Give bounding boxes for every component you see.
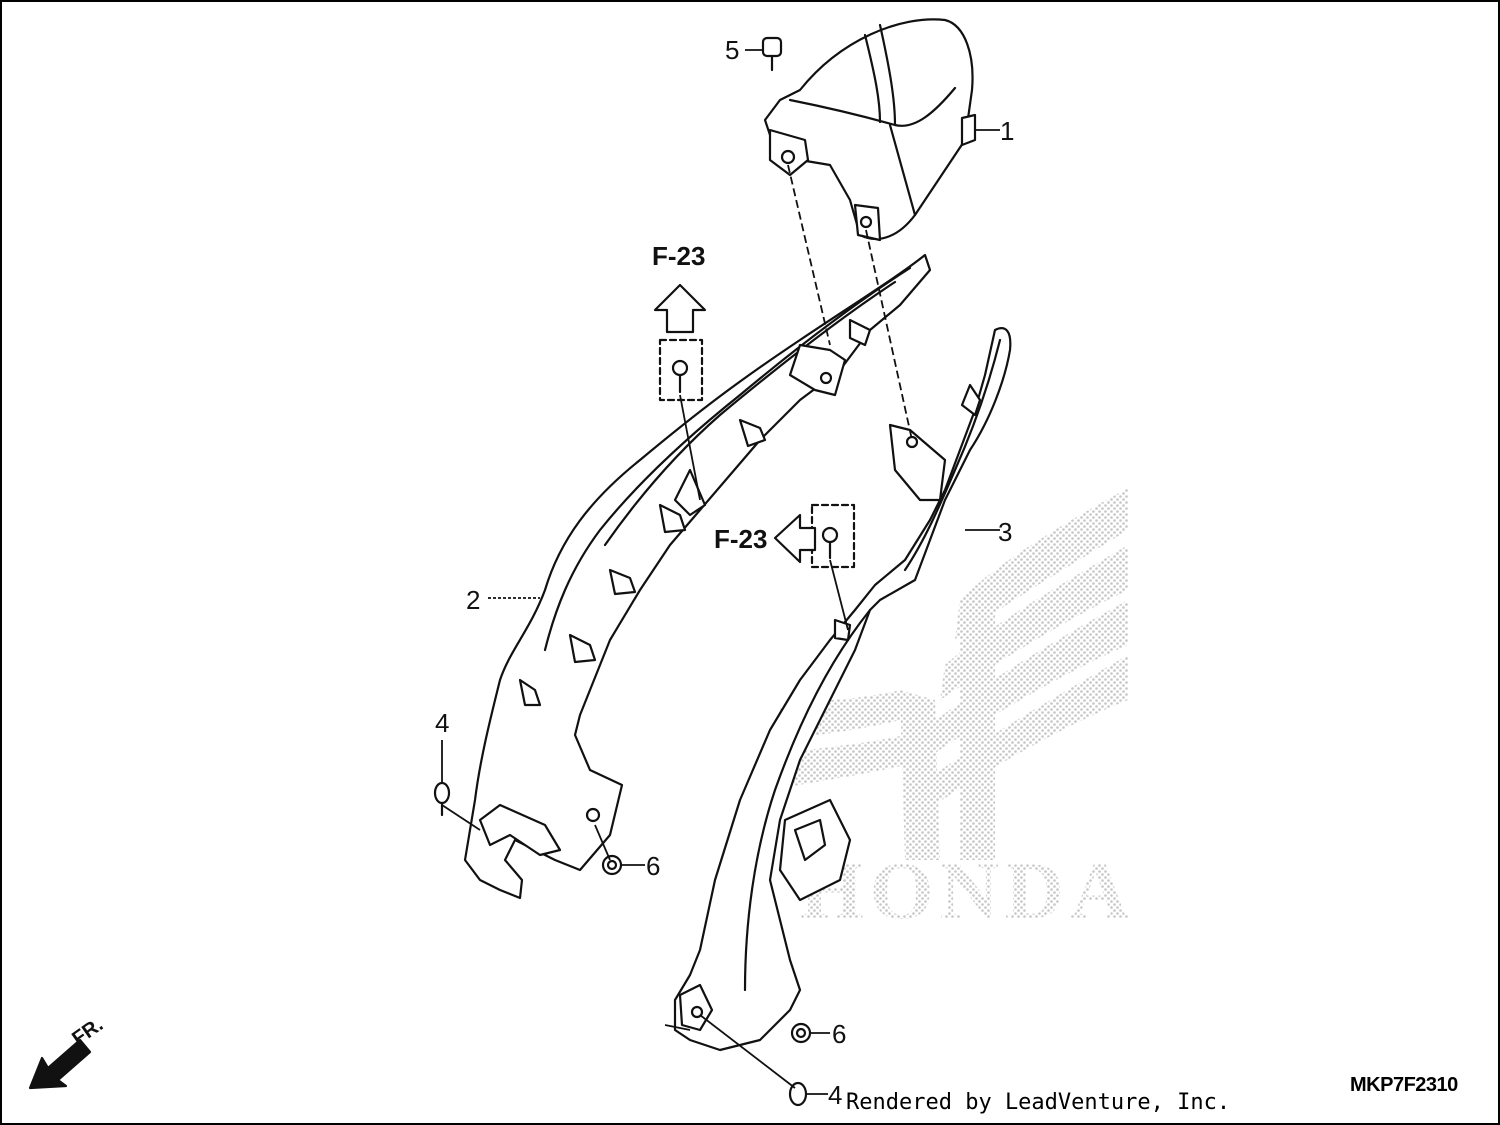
reference-arrow-up (653, 283, 707, 334)
reference-label-middle: F-23 (714, 524, 767, 554)
bolt-5 (761, 36, 783, 72)
grommet-6-right (790, 1022, 812, 1044)
clip-middle (810, 503, 856, 569)
callout-4-right: 4 (828, 1080, 842, 1110)
callout-4-left: 4 (435, 708, 449, 738)
diagram-code: MKP7F2310 (1350, 1074, 1458, 1096)
reference-label-top: F-23 (652, 241, 705, 271)
rear-side-rail-right (673, 327, 1012, 1052)
render-credit: Rendered by LeadVenture, Inc. (846, 1090, 1231, 1115)
clip-top (658, 338, 704, 402)
callout-6-right: 6 (832, 1019, 846, 1049)
honda-wing-watermark (768, 488, 1128, 860)
reference-arrow-left (773, 513, 817, 564)
callout-1: 1 (1000, 116, 1014, 146)
grommet-6-left (601, 854, 623, 876)
callout-2: 2 (466, 585, 480, 615)
callout-6-left: 6 (646, 851, 660, 881)
rear-side-rail-left (463, 253, 932, 900)
callout-3: 3 (998, 517, 1012, 547)
callout-5: 5 (725, 35, 739, 65)
rear-seat-cowl (763, 18, 977, 242)
leader-lines (441, 49, 1000, 1095)
nut-4-left (433, 781, 451, 817)
front-direction-arrow (28, 1038, 92, 1090)
watermark-wordmark: HONDA (800, 845, 1135, 936)
